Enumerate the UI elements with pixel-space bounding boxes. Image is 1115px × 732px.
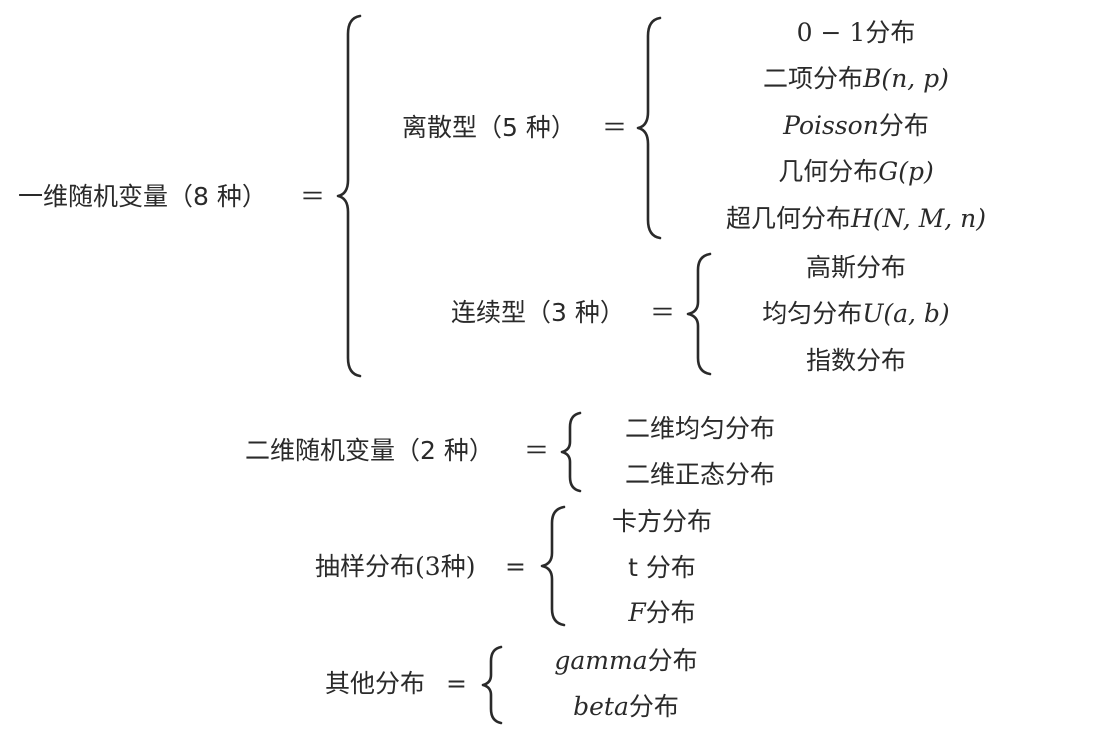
discrete-item-geometric: 几何分布G(p)	[778, 157, 934, 186]
continuous-item-exponential: 指数分布	[805, 346, 907, 375]
two-dim-item-normal: 二维正态分布	[625, 460, 776, 489]
other-equals: =	[446, 669, 467, 698]
sampling-label: 抽样分布(3种)	[315, 552, 476, 581]
continuous-item-gaussian: 高斯分布	[805, 253, 907, 282]
discrete-equals: ＝	[602, 113, 628, 142]
one-dim-label: 一维随机变量（8 种）	[18, 182, 267, 211]
continuous-label: 连续型（3 种）	[451, 298, 625, 327]
continuous-item-uniform: 均匀分布U(a, b)	[762, 299, 950, 328]
continuous-brace	[686, 252, 712, 376]
two-dim-label: 二维随机变量（2 种）	[245, 436, 494, 465]
sampling-item-t: t 分布	[628, 553, 696, 582]
discrete-item-binomial: 二项分布B(n, p)	[763, 64, 949, 93]
continuous-equals: ＝	[650, 298, 676, 327]
sampling-brace	[540, 505, 566, 627]
two-dim-item-uniform: 二维均匀分布	[625, 414, 776, 443]
discrete-item-poisson: Poisson分布	[783, 111, 929, 140]
other-item-beta: beta分布	[573, 692, 679, 721]
discrete-brace	[636, 16, 662, 240]
discrete-item-hypergeometric: 超几何分布H(N, M, n)	[725, 204, 987, 233]
sampling-item-f: F分布	[628, 598, 696, 627]
other-label: 其他分布	[325, 669, 426, 698]
two-dim-brace	[560, 411, 582, 493]
one-dim-equals: ＝	[300, 182, 326, 211]
other-brace	[481, 645, 503, 725]
sampling-equals: =	[505, 552, 526, 581]
other-item-gamma: gamma分布	[554, 646, 698, 675]
two-dim-equals: ＝	[524, 436, 550, 465]
discrete-item-bernoulli: 0 − 1分布	[796, 18, 916, 47]
sampling-item-chi-square: 卡方分布	[611, 507, 713, 536]
discrete-label: 离散型（5 种）	[402, 113, 576, 142]
one-dim-brace	[336, 14, 362, 378]
